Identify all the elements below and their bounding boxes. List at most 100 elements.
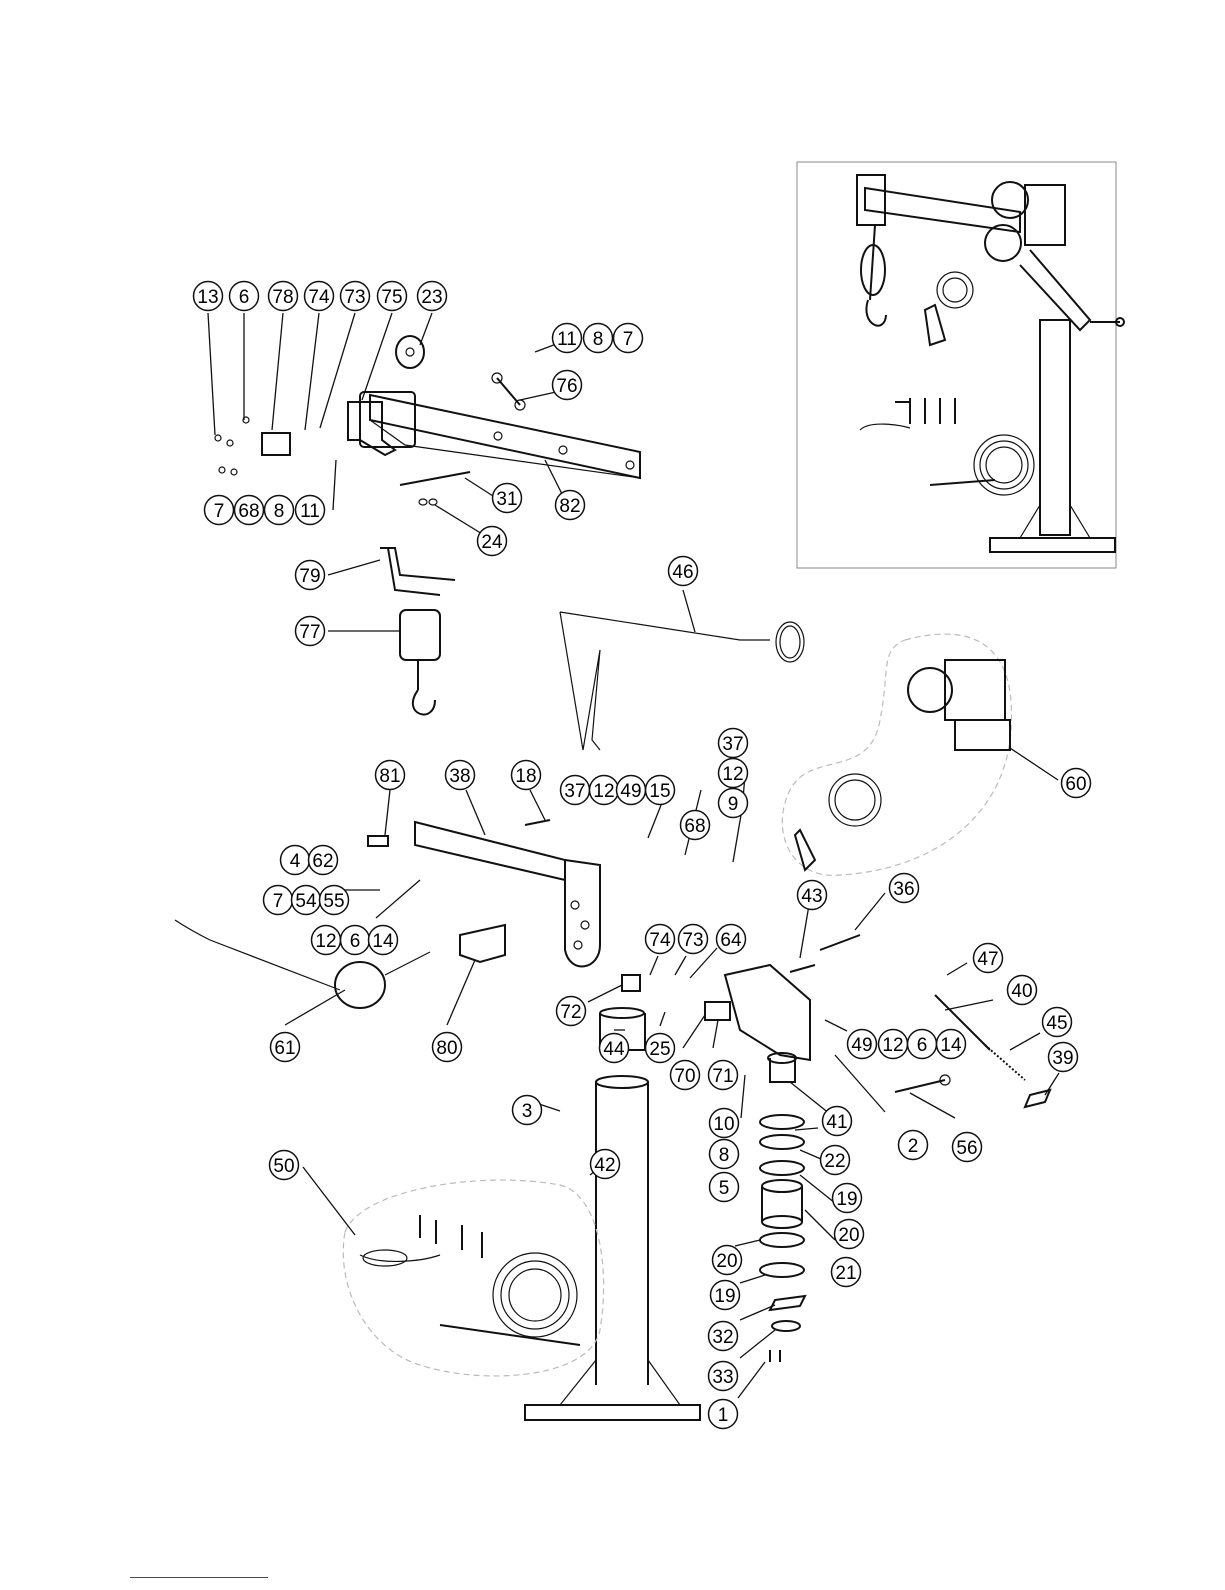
callout-label: 4 [290, 851, 301, 872]
callout-c72: 20 [835, 1220, 864, 1249]
callout-c21: 46 [669, 557, 698, 586]
callout-c23: 37 [719, 729, 748, 758]
callout-c1: 13 [194, 282, 223, 311]
callout-c73: 50 [270, 1151, 299, 1180]
callout-c36: 7 [264, 886, 293, 915]
callout-label: 61 [274, 1038, 295, 1059]
callout-label: 2 [908, 1136, 919, 1157]
callout-c20: 77 [296, 617, 325, 646]
callout-c3: 78 [269, 282, 298, 311]
callout-label: 12 [722, 764, 743, 785]
callout-c30: 12 [590, 776, 619, 805]
callout-c33: 68 [681, 811, 710, 840]
callout-label: 33 [712, 1367, 733, 1388]
callout-c2: 6 [230, 282, 259, 311]
callout-label: 74 [308, 287, 330, 308]
callout-label: 37 [564, 781, 585, 802]
callout-c37: 54 [292, 886, 321, 915]
callout-label: 42 [594, 1155, 615, 1176]
callout-label: 81 [379, 766, 400, 787]
callout-label: 14 [940, 1035, 962, 1056]
callout-label: 32 [712, 1327, 733, 1348]
callout-c57: 71 [709, 1061, 738, 1090]
bearing-stack [760, 1115, 805, 1362]
callout-label: 19 [836, 1189, 857, 1210]
callout-label: 25 [649, 1039, 670, 1060]
callout-c45: 74 [646, 925, 675, 954]
callout-balloons: 1367874737523118776768811318224797746603… [194, 282, 1091, 1429]
callout-label: 6 [350, 931, 361, 952]
callout-label: 82 [559, 496, 580, 517]
callout-label: 20 [716, 1251, 737, 1272]
callout-c47: 64 [717, 925, 746, 954]
mast-arm-38 [368, 820, 600, 966]
callout-c25: 9 [719, 789, 748, 818]
callout-label: 76 [556, 376, 577, 397]
callout-label: 7 [623, 329, 634, 350]
callout-c59: 12 [879, 1030, 908, 1059]
callout-label: 37 [722, 734, 743, 755]
callout-label: 45 [1046, 1013, 1067, 1034]
callout-label: 49 [851, 1035, 872, 1056]
callout-c26: 81 [376, 761, 405, 790]
callout-label: 31 [496, 489, 517, 510]
callout-label: 68 [684, 816, 705, 837]
callout-c40: 6 [341, 926, 370, 955]
callout-c55: 25 [646, 1034, 675, 1063]
callout-label: 36 [893, 879, 914, 900]
callout-label: 68 [238, 501, 259, 522]
callout-label: 56 [956, 1138, 977, 1159]
callout-c64: 41 [823, 1107, 852, 1136]
assembled-view-inset [797, 162, 1124, 568]
callout-label: 13 [197, 287, 218, 308]
callout-label: 39 [1052, 1048, 1073, 1069]
callout-c15: 11 [296, 496, 325, 525]
winch-group-60 [782, 634, 1011, 875]
callout-c62: 3 [513, 1096, 542, 1125]
callout-c49: 72 [557, 997, 586, 1026]
callout-label: 22 [824, 1151, 845, 1172]
callout-label: 47 [977, 949, 998, 970]
callout-c65: 2 [899, 1131, 928, 1160]
callout-c68: 22 [821, 1146, 850, 1175]
callout-c39: 12 [312, 926, 341, 955]
callout-label: 40 [1011, 981, 1032, 1002]
callout-label: 72 [560, 1002, 581, 1023]
callout-label: 8 [593, 329, 604, 350]
callout-label: 14 [372, 931, 394, 952]
callout-c28: 18 [512, 761, 541, 790]
callout-label: 64 [720, 930, 742, 951]
callout-label: 49 [620, 781, 641, 802]
callout-c16: 31 [493, 484, 522, 513]
wire-cable-46 [560, 612, 804, 750]
callout-label: 55 [323, 891, 344, 912]
callout-c31: 49 [617, 776, 646, 805]
callout-label: 19 [714, 1286, 735, 1307]
callout-c35: 62 [309, 846, 338, 875]
callout-label: 24 [481, 532, 503, 553]
callout-label: 12 [882, 1035, 903, 1056]
callout-label: 73 [682, 930, 703, 951]
callout-label: 46 [672, 562, 693, 583]
callout-c58: 49 [848, 1030, 877, 1059]
callout-label: 1 [718, 1405, 729, 1426]
callout-label: 70 [674, 1066, 695, 1087]
callout-c8: 11 [553, 324, 582, 353]
callout-c77: 32 [709, 1322, 738, 1351]
callout-label: 78 [272, 287, 293, 308]
callout-c18: 24 [478, 527, 507, 556]
callout-label: 6 [917, 1035, 928, 1056]
callout-c9: 8 [584, 324, 613, 353]
callout-c42: 43 [798, 881, 827, 910]
hardware-kit-50 [343, 1180, 603, 1376]
callout-label: 44 [603, 1039, 625, 1060]
callout-c60: 6 [908, 1030, 937, 1059]
callout-c71: 42 [591, 1150, 620, 1179]
callout-label: 62 [312, 851, 333, 872]
callout-label: 75 [381, 287, 402, 308]
callout-c5: 73 [341, 282, 370, 311]
callout-label: 8 [274, 501, 285, 522]
callout-c12: 7 [205, 496, 234, 525]
callout-c66: 56 [953, 1133, 982, 1162]
